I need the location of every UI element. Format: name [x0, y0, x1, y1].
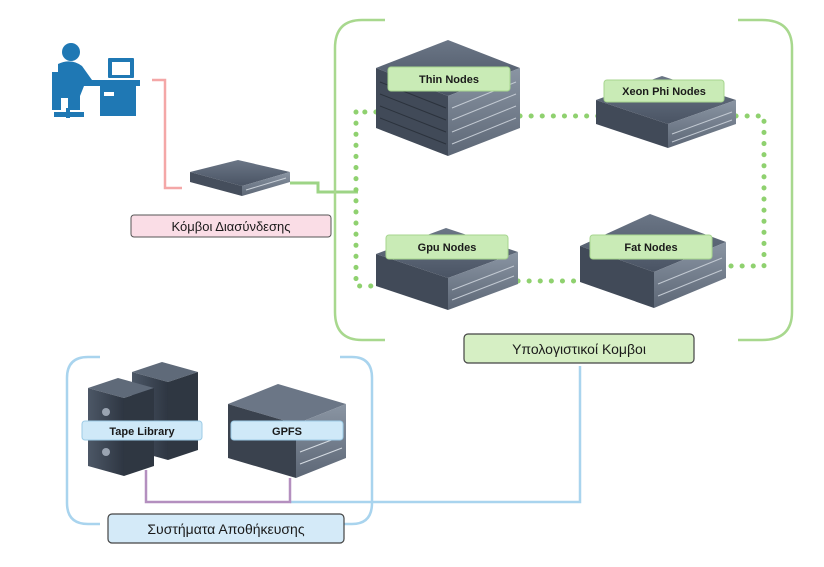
interconnect-dotted — [353, 109, 767, 289]
user-to-login-link — [152, 78, 182, 190]
gpu-nodes-tag: Gpu Nodes — [385, 234, 509, 260]
tape-library-label: Tape Library — [109, 426, 175, 438]
compute-nodes-caption: Υπολογιστικοί Κομβοι — [512, 341, 646, 357]
tape-to-gpfs-link — [144, 470, 292, 504]
xeon-phi-nodes-label: Xeon Phi Nodes — [622, 86, 706, 98]
compute-nodes-caption-box: Υπολογιστικοί Κομβοι — [463, 333, 695, 364]
thin-nodes-label: Thin Nodes — [419, 74, 479, 86]
storage-caption-box: Συστήματα Αποθήκευσης — [107, 513, 345, 544]
login-nodes-caption: Κόμβοι Διασύνδεσης — [172, 219, 291, 234]
thin-nodes-server-stack — [376, 40, 520, 156]
compute-group-brackets — [333, 18, 794, 342]
tape-library-racks — [88, 362, 198, 476]
fat-nodes-server-stack — [580, 214, 726, 308]
login-node-server — [190, 160, 290, 196]
gpu-nodes-label: Gpu Nodes — [418, 242, 477, 254]
login-to-compute-link — [290, 181, 358, 194]
user-workstation-icon — [52, 43, 140, 118]
fat-nodes-tag: Fat Nodes — [589, 234, 713, 260]
storage-group-brackets — [65, 355, 374, 526]
login-nodes-caption-box: Κόμβοι Διασύνδεσης — [130, 214, 332, 238]
fat-nodes-label: Fat Nodes — [624, 242, 677, 254]
connections — [144, 78, 582, 504]
xeon-phi-nodes-tag: Xeon Phi Nodes — [603, 79, 725, 103]
tape-library-tag: Tape Library — [81, 420, 203, 441]
compute-to-storage-link — [290, 366, 582, 504]
gpfs-label: GPFS — [272, 426, 302, 438]
thin-nodes-tag: Thin Nodes — [387, 66, 511, 92]
storage-caption: Συστήματα Αποθήκευσης — [147, 521, 304, 537]
gpfs-tag: GPFS — [230, 420, 344, 441]
